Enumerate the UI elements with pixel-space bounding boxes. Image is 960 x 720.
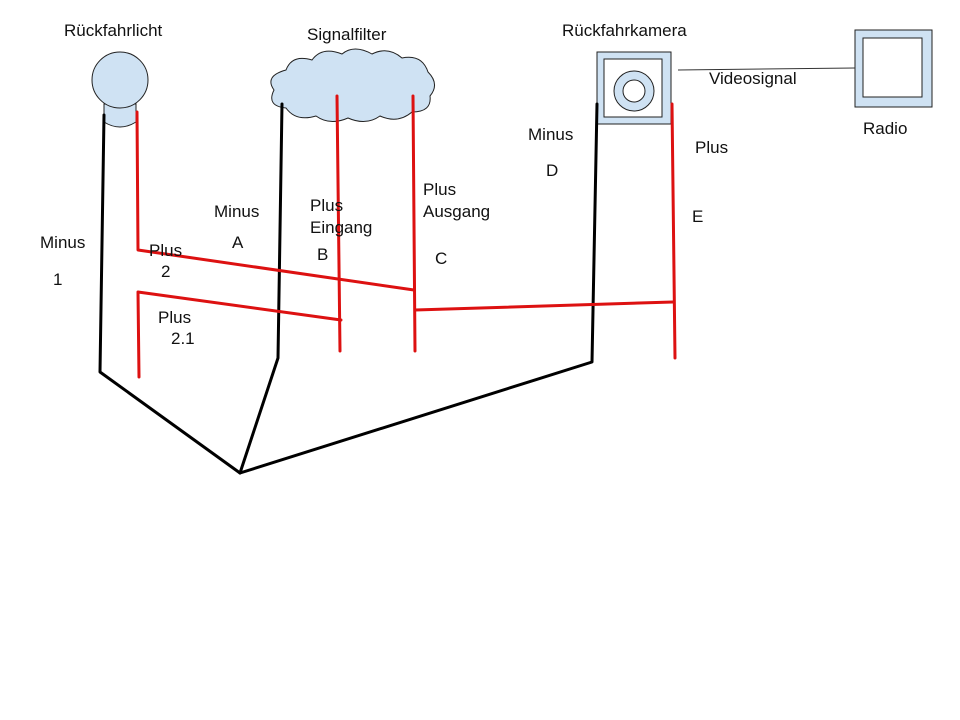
label-plus-b-sub: Eingang (310, 218, 373, 237)
label-video-signal: Videosignal (709, 69, 797, 88)
signal-filter-cloud-icon (270, 48, 435, 122)
wire-plus-c-e-link (413, 300, 675, 312)
label-id-2: 2 (161, 262, 171, 281)
wire-plus-b (335, 94, 342, 353)
label-id-b: B (317, 245, 329, 264)
wire-minus-a (238, 102, 284, 475)
wire-plus-e (670, 102, 677, 360)
wire-plus-c (411, 94, 417, 353)
label-minus-a: Minus (214, 202, 260, 221)
label-id-21: 2.1 (171, 329, 195, 348)
label-plus-c: Plus (423, 180, 457, 199)
reverse-light-icon (91, 51, 149, 128)
label-minus-1: Minus (40, 233, 86, 252)
wire-minus-d (238, 102, 599, 475)
label-plus-c-sub: Ausgang (423, 202, 491, 221)
label-signal-filter: Signalfilter (307, 25, 387, 44)
label-id-c: C (435, 249, 448, 268)
wire-plus-21 (136, 290, 343, 379)
label-reverse-light: Rückfahrlicht (64, 21, 163, 40)
label-plus-e: Plus (695, 138, 729, 157)
wire-minus-1 (98, 113, 242, 475)
label-plus-2: Plus (149, 241, 183, 260)
label-radio: Radio (863, 119, 908, 138)
plus-wires (135, 94, 677, 379)
video-signal-line (677, 67, 856, 71)
reverse-camera-icon (596, 51, 672, 125)
label-plus-21: Plus (158, 308, 192, 327)
radio-icon (854, 29, 933, 108)
label-id-d: D (546, 161, 559, 180)
label-reverse-camera: Rückfahrkamera (562, 21, 687, 40)
label-id-e: E (692, 207, 704, 226)
label-plus-b: Plus (310, 196, 344, 215)
ground-wires (98, 102, 599, 475)
wire-plus-2 (135, 110, 416, 292)
label-id-a: A (232, 233, 244, 252)
label-id-1: 1 (53, 270, 63, 289)
label-minus-d: Minus (528, 125, 574, 144)
